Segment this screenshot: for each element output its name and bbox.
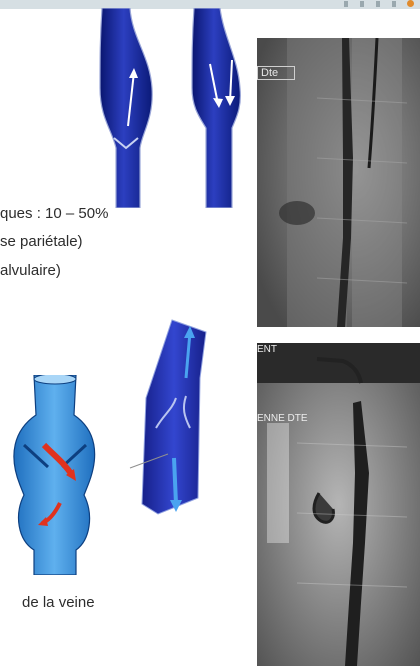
image-label-top: ENT xyxy=(257,344,277,355)
vein-reflux-illustration xyxy=(128,318,208,518)
venography-image-top: Dte xyxy=(257,38,420,327)
text-line-3: alvulaire) xyxy=(0,262,61,279)
vein-valve-illustration xyxy=(92,8,252,208)
blue-arrow-icon xyxy=(174,458,176,504)
header-mark xyxy=(360,1,364,7)
left-vein-shape xyxy=(100,8,152,208)
right-vein-shape xyxy=(192,8,240,208)
caption: de la veine xyxy=(22,594,95,611)
open-valve-illustration xyxy=(4,375,104,575)
header-mark xyxy=(376,1,380,7)
text-line-1: ques : 10 – 50% xyxy=(0,205,108,222)
header-mark xyxy=(344,1,348,7)
image-label-mid: ENNE DTE xyxy=(257,413,308,424)
header-accent-dot xyxy=(407,0,414,7)
text-line-2: se pariétale) xyxy=(0,233,83,250)
header-mark xyxy=(392,1,396,7)
image-label-dte: Dte xyxy=(257,66,295,80)
venography-image-bottom: ENT ENNE DTE xyxy=(257,343,420,666)
